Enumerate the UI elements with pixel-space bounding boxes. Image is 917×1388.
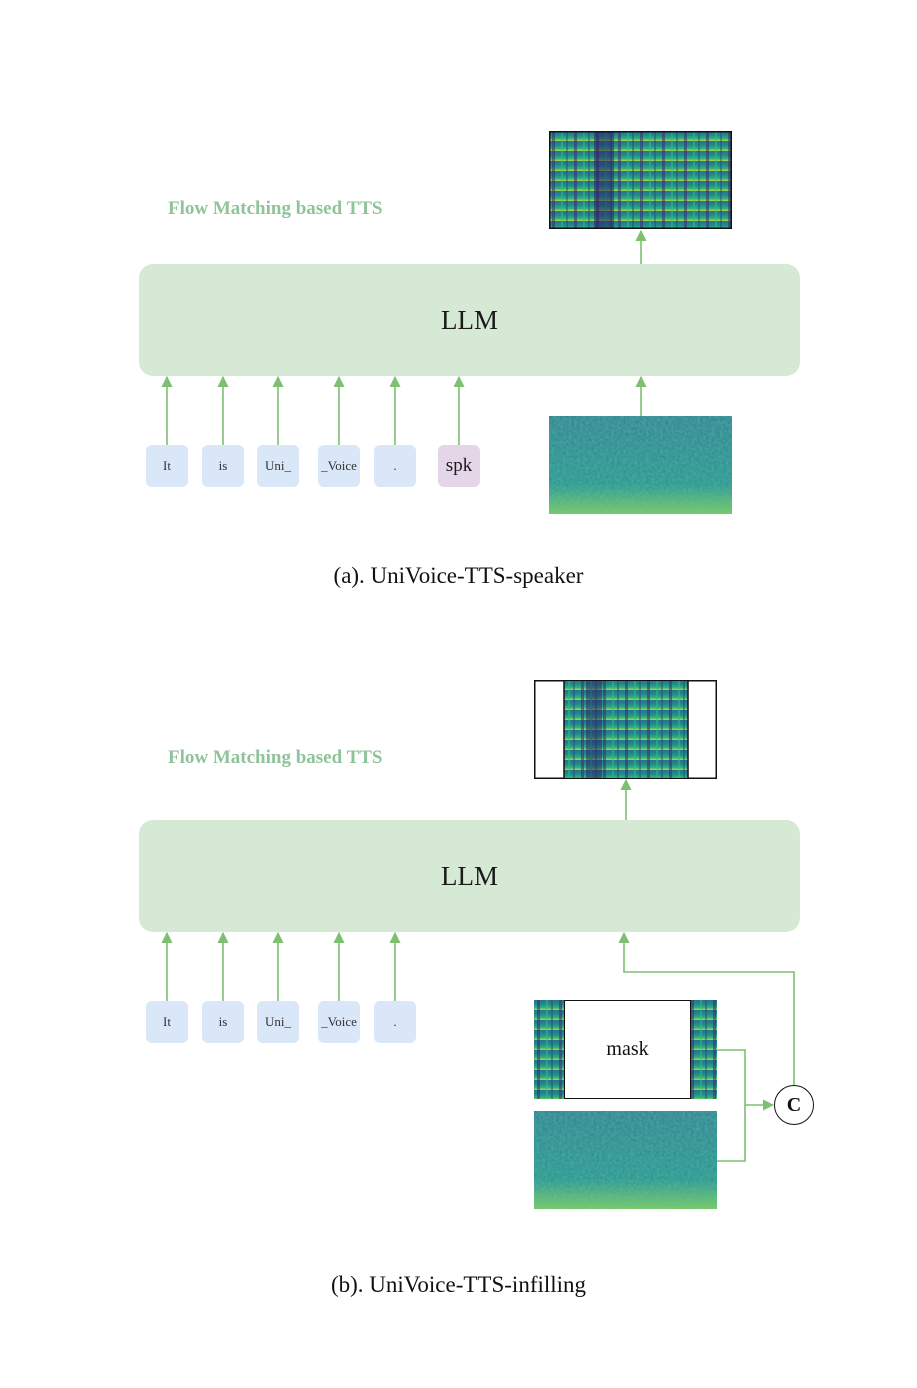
mask-box: mask [564,1000,691,1099]
panel-b-title: Flow Matching based TTS [168,747,383,768]
text-token: Uni_ [257,445,299,487]
mask-label: mask [606,1038,649,1060]
text-token: . [374,445,416,487]
llm-block-b: LLM [139,820,800,932]
text-token: It [146,1001,188,1043]
llm-label-b: LLM [441,860,498,891]
text-token: Uni_ [257,1001,299,1043]
text-token: _Voice [318,1001,360,1043]
text-token: is [202,445,244,487]
speaker-token: spk [438,445,480,487]
noise-spectrogram-icon [549,416,732,514]
text-token: . [374,1001,416,1043]
concat-circle-icon: C [774,1085,814,1125]
text-token: _Voice [318,445,360,487]
concat-label: C [786,1093,802,1116]
panel-a-title: Flow Matching based TTS [168,198,383,219]
text-token: is [202,1001,244,1043]
infilled-output-spectrogram-icon [534,680,717,779]
text-token: It [146,445,188,487]
noise-spectrogram-icon [534,1111,717,1209]
caption-b: (b). UniVoice-TTS-infilling [330,1272,587,1297]
llm-label-a: LLM [441,304,498,335]
llm-block-a: LLM [139,264,800,376]
output-spectrogram-icon [549,131,732,229]
caption-a: (a). UniVoice-TTS-speaker [333,563,584,588]
